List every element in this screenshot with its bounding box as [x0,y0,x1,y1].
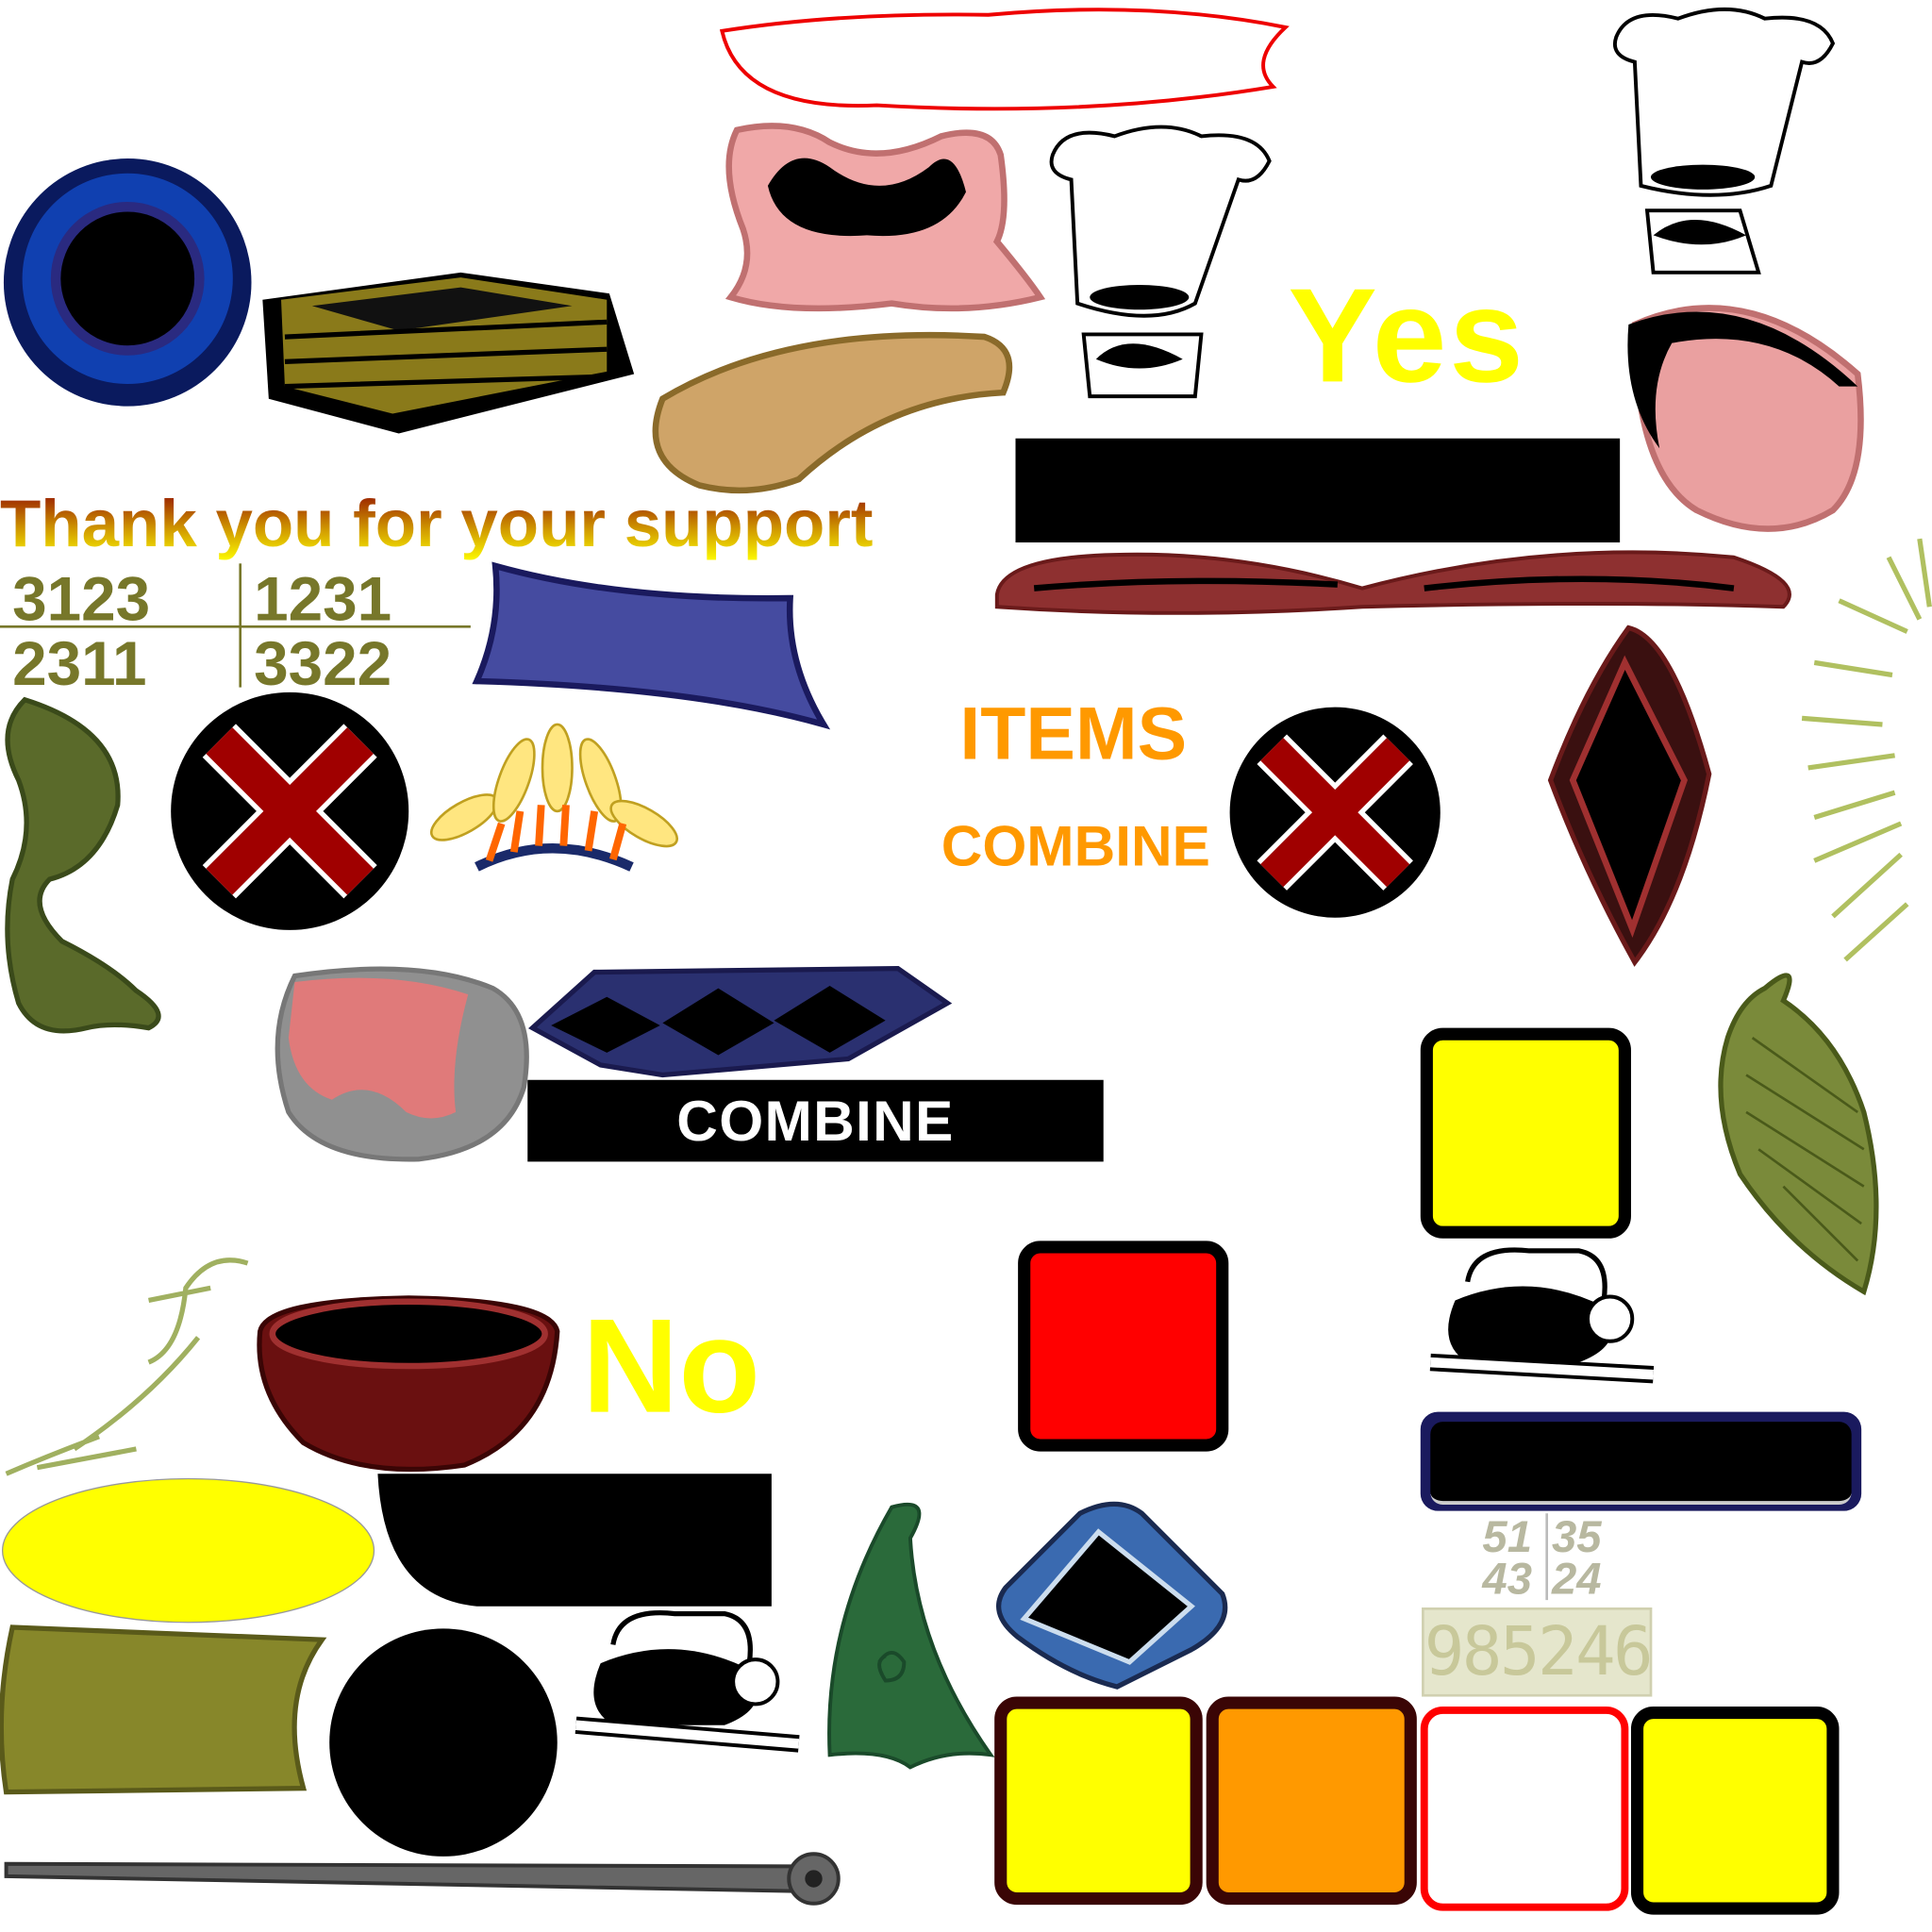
green-swoosh-icon [5,1257,249,1476]
red-banner-outline [719,8,1290,111]
yellow-ellipse-button[interactable] [0,1476,377,1625]
combine-title: COMBINE [941,813,1210,878]
small-digit: 51 [1482,1510,1532,1562]
grid-divider-h [0,625,471,628]
yes-label[interactable]: Yes [1288,259,1526,410]
pink-face-icon [1627,305,1864,532]
pink-mouth-icon [724,123,1046,312]
grid-number: 3123 [12,564,151,635]
chef-hat-icon [1049,125,1272,399]
empty-tile[interactable] [1420,1707,1629,1911]
yellow-tile[interactable] [994,1696,1203,1906]
bread-roll-icon [652,331,1013,494]
small-digit-grid: 51 35 43 24 [1480,1510,1616,1604]
navy-bar [1420,1411,1862,1511]
combine-button[interactable]: COMBINE [527,1079,1104,1162]
helmet-sword-icon [1429,1247,1655,1384]
orange-tile[interactable] [1206,1696,1417,1906]
close-x-button[interactable] [170,691,411,933]
green-fan-icon [1718,973,1879,1296]
navy-diamond-bar [527,965,953,1078]
grid-number: 2311 [12,628,147,699]
black-tab-shape [377,1474,772,1607]
helmet-sword-icon-2 [575,1610,800,1753]
blue-ring-icon [3,158,252,407]
dark-diamond-icon [1547,625,1712,967]
digit-divider [1545,1513,1549,1601]
red-lips-bar [994,550,1791,615]
items-label: ITEMS [959,691,1188,775]
chef-hat-icon-2 [1613,7,1836,275]
small-digit: 35 [1551,1510,1602,1562]
blue-cloth-icon [472,561,831,730]
navy-bar-inner [1430,1422,1852,1506]
grey-pad-icon [275,966,529,1162]
blue-diamond-icon [996,1501,1228,1690]
wooden-box-icon [262,272,635,434]
lcd-display: 985246 [1422,1607,1654,1697]
olive-panel [0,1624,327,1795]
feather-headdress-icon [429,723,678,872]
light-rays-icon [1801,538,1932,962]
thanks-label: Thank you for your support [0,486,874,561]
green-leaf-icon [827,1502,995,1770]
green-arm-icon [5,696,161,1034]
yellow-tile[interactable] [1630,1707,1840,1915]
small-digit: 24 [1551,1553,1602,1605]
black-bar [1015,438,1621,543]
red-tile[interactable] [1018,1241,1229,1452]
close-x-button-2[interactable] [1228,706,1441,919]
black-circle-button[interactable] [325,1624,560,1859]
yellow-tile[interactable] [1420,1027,1631,1239]
small-digit: 43 [1482,1553,1532,1605]
grid-divider-v [239,563,242,688]
no-label[interactable]: No [582,1290,761,1441]
grid-number: 1231 [254,564,392,635]
grid-number: 3322 [254,628,392,699]
metal-rod-icon [4,1852,841,1906]
red-bowl-icon [257,1295,560,1473]
number-grid: 3123 1231 2311 3322 [0,563,471,698]
